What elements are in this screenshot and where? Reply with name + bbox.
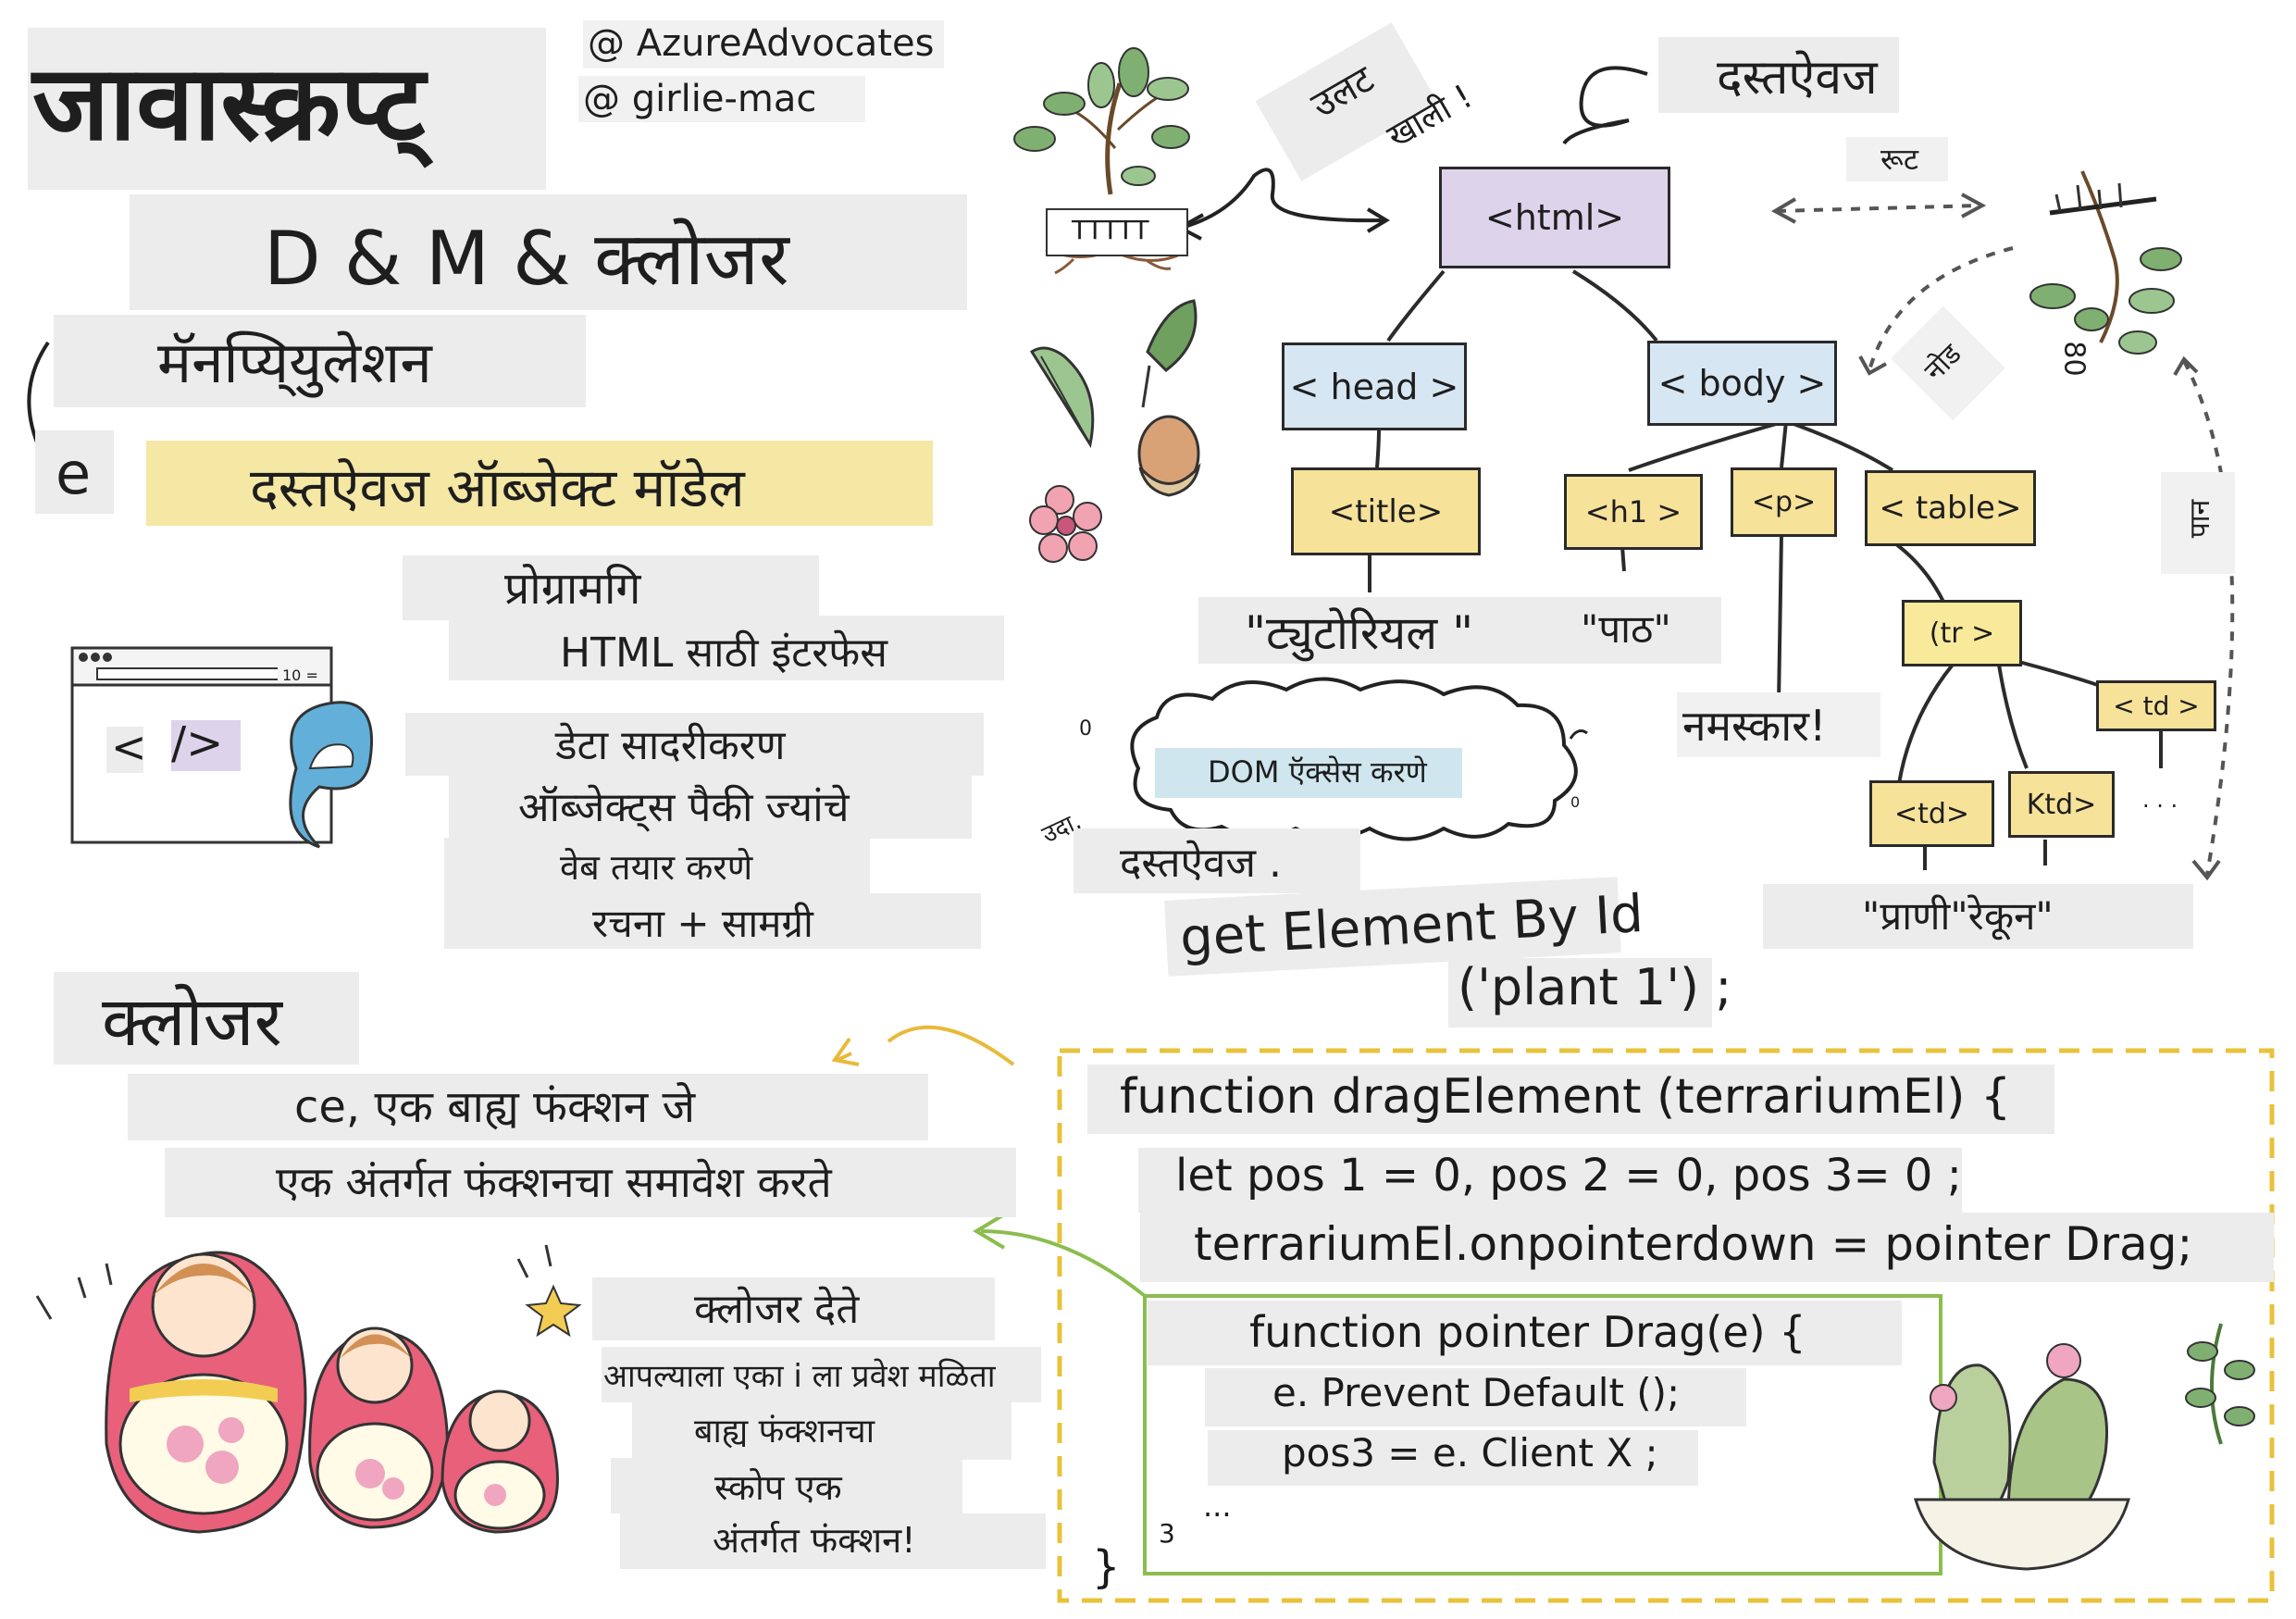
- subtitle-line3: दस्तऐवज ऑब्जेक्ट मॉडेल: [250, 456, 745, 519]
- matryoshka-illustration: [35, 1244, 582, 1534]
- closure-gives-1: क्लोजर देते: [694, 1286, 860, 1333]
- tree-leaf-label: पान: [2184, 499, 2217, 539]
- intro-line6: रचना + सामग्री: [592, 901, 813, 946]
- flower-illustration: [1029, 485, 1102, 563]
- closure-arrow: [887, 1025, 1015, 1066]
- cloud-label: DOM ऍक्सेस करणे: [1208, 754, 1427, 790]
- text-animal: "प्राणी"रेकून": [1862, 893, 2054, 939]
- bracket-mark: [27, 341, 50, 443]
- code-line-5: e. Prevent Default ();: [1272, 1370, 1681, 1415]
- code-line-1: function dragElement (terrariumEl) {: [1120, 1069, 2012, 1125]
- code-line-4: function pointer Drag(e) {: [1249, 1307, 1806, 1357]
- intro-line1: प्रोग्रामगि: [504, 563, 641, 615]
- dashed-arrows: [1776, 204, 2235, 876]
- closure-def-1: ce, एक बाह्य फंक्शन जे: [294, 1081, 696, 1133]
- subtitle-line2: मॅनप्यि्युलेशन: [157, 329, 432, 396]
- tree-num-80: 80: [2057, 341, 2091, 377]
- node-p[interactable]: <p>: [1731, 467, 1837, 537]
- node-body[interactable]: < body >: [1647, 341, 1837, 426]
- subtitle-letter: e: [56, 440, 92, 507]
- node-td-3[interactable]: < td >: [2096, 680, 2216, 731]
- subtitle-line2-band: [54, 315, 586, 407]
- method-arg: ('plant 1') ;: [1458, 958, 1732, 1016]
- text-path: "पाठ": [1581, 606, 1671, 652]
- closure-def-2: एक अंतर्गत फंक्शनचा समावेश करते: [276, 1157, 832, 1207]
- code-line-2: let pos 1 = 0, pos 2 = 0, pos 3= 0 ;: [1175, 1150, 1962, 1202]
- intro-line2: HTML साठी इंटरफेस: [560, 629, 887, 677]
- closure-gives-2: आपल्याला एका i ला प्रवेश मळिता: [603, 1358, 996, 1395]
- node-h1[interactable]: <h1 >: [1564, 474, 1703, 550]
- closure-gives-4: स्कोप एक: [714, 1467, 842, 1508]
- browser-illustration: [70, 646, 373, 849]
- intro-line5: वेब तयार करणे: [560, 847, 753, 888]
- doc-label: दस्तऐवज .: [1120, 840, 1282, 887]
- intro-line4: ऑब्जेक्ट्स पैकी ज्यांचे: [518, 784, 850, 831]
- node-td-2[interactable]: Ktd>: [2008, 771, 2115, 838]
- intro-line3: डेटा सादरीकरण: [555, 722, 786, 769]
- node-table[interactable]: < table>: [1865, 470, 2036, 546]
- cloud-zero-b: 0: [1570, 793, 1581, 811]
- cloud-zero-a: 0: [1079, 717, 1092, 741]
- node-td-1[interactable]: <td>: [1869, 780, 1994, 847]
- closure-gives-5: अंतर्गत फंक्शन!: [713, 1520, 916, 1561]
- tree-ellipsis: . . .: [2142, 787, 2178, 813]
- acorn-illustration: [1137, 415, 1201, 497]
- pot-tag: TTTTT: [1072, 215, 1149, 245]
- code-dashed-box: [1057, 1048, 2275, 1603]
- tree-root-label: रूट: [1880, 142, 1918, 177]
- subtitle-band: [146, 441, 933, 526]
- browser-slash-gt: />: [171, 717, 224, 769]
- tree-document-label: दस्तऐवज: [1717, 50, 1878, 106]
- subtitle-line1: D & M & क्लोजर: [264, 216, 789, 302]
- code-line-3: terrariumEl.onpointerdown = pointer Drag…: [1194, 1217, 2193, 1271]
- root-plant-illustration: [2029, 170, 2182, 355]
- code-line-num: 3: [1159, 1518, 1175, 1549]
- node-tr[interactable]: (tr >: [1902, 600, 2022, 666]
- code-close-brace: }: [1092, 1541, 1121, 1593]
- cactus-illustration: [1914, 1323, 2255, 1571]
- text-hello: नमस्कार!: [1682, 701, 1827, 751]
- leaf-illustrations: [1029, 299, 1198, 448]
- node-head[interactable]: < head >: [1282, 342, 1467, 430]
- credit-girlie: @ girlie-mac: [583, 78, 817, 120]
- browser-lt: <: [111, 722, 147, 772]
- node-title[interactable]: <title>: [1291, 467, 1481, 555]
- browser-tab-count: 10 =: [282, 666, 318, 684]
- subtitle-line1-band: [130, 194, 967, 310]
- text-tutorial: "ट्युटोरियल ": [1245, 606, 1474, 660]
- page-title: जावास्क्रप्ट्: [32, 44, 426, 164]
- title-backdrop: [28, 28, 546, 190]
- plant-arrow: [1184, 168, 1384, 229]
- closure-heading: क्लोजर: [102, 982, 282, 1062]
- tree-lines: [1368, 269, 2163, 870]
- closure-gives-3: बाह्य फंक्शनचा: [694, 1413, 875, 1451]
- code-line-6: pos3 = e. Client X ;: [1282, 1430, 1658, 1476]
- code-line-7: ...: [1203, 1488, 1232, 1524]
- credit-azure: @ AzureAdvocates: [588, 22, 935, 65]
- node-html[interactable]: <html>: [1439, 167, 1670, 268]
- curl-arrow: [1562, 66, 1648, 145]
